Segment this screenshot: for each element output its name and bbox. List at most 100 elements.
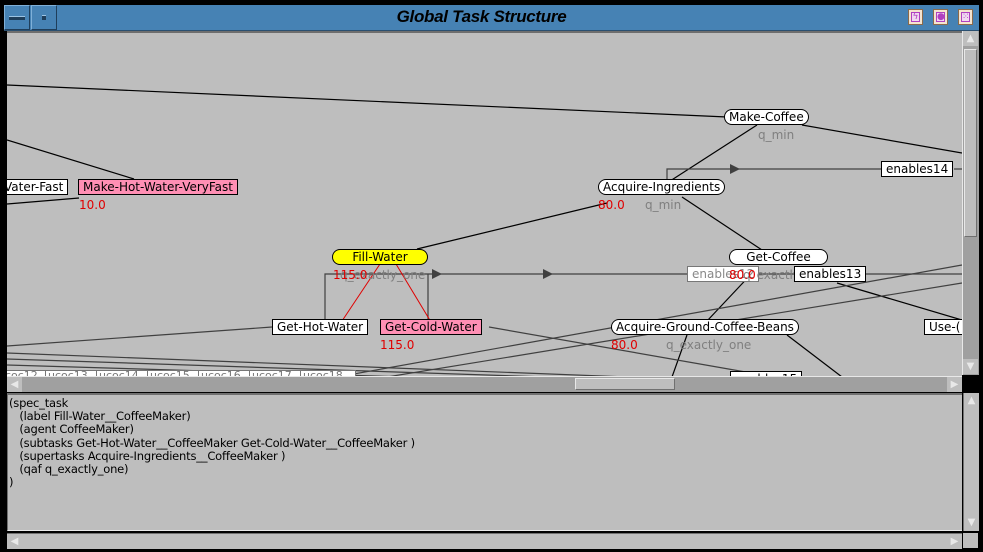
- node-label: Make-Hot-Water-VeryFast: [83, 180, 233, 194]
- spec-line: (label Fill-Water__CoffeeMaker): [9, 409, 191, 424]
- ucoc-label: ucoc16: [201, 370, 241, 377]
- node-use-partial[interactable]: Use-(: [924, 319, 962, 335]
- ucoc-label: ucoc12: [7, 370, 38, 377]
- edge-beans-down: [671, 334, 688, 377]
- graph-edges: [7, 84, 962, 377]
- node-get-cold-water[interactable]: Get-Cold-Water: [380, 319, 482, 335]
- node-make-coffee[interactable]: Make-Coffee: [724, 109, 809, 125]
- window-menu-button[interactable]: [4, 5, 30, 30]
- value-fill-water: 115.0: [333, 268, 368, 282]
- edge-get-hot-water-left: [7, 326, 273, 347]
- close-button[interactable]: ⁙: [958, 9, 973, 25]
- graph-canvas[interactable]: Vater-Fast Make-Hot-Water-VeryFast 10.0 …: [7, 31, 962, 377]
- node-acquire-ground-coffee-beans[interactable]: Acquire-Ground-Coffee-Beans: [611, 319, 799, 335]
- canvas-vertical-scrollbar[interactable]: ▲ ▼: [962, 31, 979, 375]
- node-label: Get-Cold-Water: [385, 320, 477, 334]
- node-label: enables13: [799, 267, 862, 281]
- ucoc-label: ucoc18: [303, 370, 343, 377]
- canvas-vertical-scroll-thumb[interactable]: [964, 49, 977, 237]
- dot-icon: ●: [936, 12, 945, 22]
- node-get-hot-water[interactable]: Get-Hot-Water: [272, 319, 369, 335]
- spec-line: (subtasks Get-Hot-Water__CoffeeMaker Get…: [9, 435, 415, 450]
- ucoc-label: ucoc17: [252, 370, 292, 377]
- edge-cold-water-right: [488, 326, 758, 375]
- spec-line: ): [9, 475, 14, 490]
- node-label: Use-(: [929, 320, 961, 334]
- node-label: enables14: [886, 162, 949, 176]
- node-make-hot-water-veryfast[interactable]: Make-Hot-Water-VeryFast: [78, 179, 238, 195]
- small-square-icon: [42, 15, 46, 20]
- text-scroll-down-arrow-icon[interactable]: ▼: [964, 515, 979, 530]
- node-label: Get-Hot-Water: [277, 320, 364, 334]
- node-water-fast[interactable]: Vater-Fast: [7, 179, 69, 195]
- canvas-horizontal-scroll-thumb[interactable]: [575, 378, 675, 390]
- edge-fill-water-acquire: [416, 202, 608, 250]
- spec-line: (spec_task: [9, 396, 69, 410]
- node-fill-water-selected[interactable]: Fill-Water: [332, 249, 428, 265]
- edge-fill-water-get-cold-water: [395, 263, 435, 328]
- text-vertical-scrollbar[interactable]: ▲ ▼: [963, 393, 979, 531]
- node-label: Make-Coffee: [729, 110, 804, 124]
- scroll-left-arrow-icon[interactable]: ◀: [7, 377, 22, 392]
- ucoc-label: ucoc13: [48, 370, 88, 377]
- node-label: Acquire-Ingredients: [603, 180, 721, 194]
- edge-acquire-get-coffee: [681, 196, 763, 251]
- qaf-fill-water: q_exactly_one: [340, 268, 426, 282]
- node-enables15[interactable]: enables15: [730, 371, 802, 377]
- scroll-right-arrow-icon[interactable]: ▶: [947, 377, 962, 392]
- node-label: enables15: [735, 372, 797, 377]
- node-label: enables12: [692, 267, 755, 281]
- value-get-cold-water: 115.0: [380, 338, 415, 352]
- edge-enables13-use: [836, 282, 962, 321]
- title-bar[interactable]: Global Task Structure ϟ ● ⁙: [4, 5, 979, 31]
- text-scroll-left-arrow-icon[interactable]: ◀: [7, 534, 22, 549]
- arrowhead-1: [432, 269, 442, 279]
- edge-make-coffee-right: [801, 124, 962, 154]
- lightning-button[interactable]: ϟ: [908, 9, 923, 25]
- node-get-coffee[interactable]: Get-Coffee: [729, 249, 828, 265]
- qaf-acquire-ground-coffee-beans: q_exactly_one: [666, 338, 752, 352]
- iconify-button[interactable]: [31, 5, 57, 30]
- text-horizontal-scrollbar[interactable]: ◀ ▶: [7, 533, 962, 549]
- spec-line: (supertasks Acquire-Ingredients__CoffeeM…: [9, 448, 286, 463]
- qaf-make-coffee: q_min: [758, 128, 795, 142]
- ucoc-label: ucoc15: [150, 370, 190, 377]
- maximize-button[interactable]: ●: [933, 9, 948, 25]
- arrowhead-2: [543, 269, 553, 279]
- text-scroll-right-arrow-icon[interactable]: ▶: [947, 534, 962, 549]
- qaf-acquire-ingredients: q_min: [645, 198, 682, 212]
- arrowhead-enables14: [730, 164, 740, 174]
- node-enables-ghost[interactable]: enables12: [687, 266, 759, 282]
- node-enables13[interactable]: enables13: [794, 266, 867, 282]
- spec-line: (qaf q_exactly_one): [9, 462, 129, 477]
- node-label: Acquire-Ground-Coffee-Beans: [616, 320, 794, 334]
- minus-bar-icon: [9, 16, 25, 20]
- edge-beans-right: [786, 334, 843, 377]
- window-title: Global Task Structure: [396, 7, 567, 26]
- dotted-square-icon: ⁙: [961, 12, 970, 22]
- lightning-icon: ϟ: [911, 12, 920, 22]
- value-acquire-ingredients: 80.0: [598, 198, 625, 212]
- node-label: Fill-Water: [352, 250, 408, 264]
- node-label: Vater-Fast: [7, 180, 64, 194]
- edge-make-coffee-left: [7, 84, 728, 118]
- scroll-down-arrow-icon[interactable]: ▼: [963, 359, 978, 374]
- value-acquire-ground-coffee-beans: 80.0: [611, 338, 638, 352]
- edge-water-fast: [7, 197, 80, 205]
- edge-enables14: [666, 168, 882, 181]
- spec-text-panel[interactable]: (spec_task (label Fill-Water__CoffeeMake…: [7, 393, 962, 531]
- node-acquire-ingredients[interactable]: Acquire-Ingredients: [598, 179, 726, 195]
- edge-make-hot-water: [7, 139, 135, 180]
- spec-line: (agent CoffeeMaker): [9, 422, 134, 437]
- ucoc-label: ucoc14: [99, 370, 139, 377]
- text-scroll-up-arrow-icon[interactable]: ▲: [964, 393, 979, 408]
- scroll-up-arrow-icon[interactable]: ▲: [963, 31, 978, 46]
- ucoc-tab[interactable]: ucoc18: [300, 370, 356, 377]
- canvas-horizontal-scrollbar[interactable]: ◀ ▶: [7, 376, 962, 392]
- node-enables14[interactable]: enables14: [881, 161, 954, 177]
- scrollbar-corner: [963, 533, 978, 548]
- node-label: Get-Coffee: [746, 250, 811, 264]
- value-make-hot-water-veryfast: 10.0: [79, 198, 106, 212]
- spec-text: (spec_task (label Fill-Water__CoffeeMake…: [8, 395, 962, 489]
